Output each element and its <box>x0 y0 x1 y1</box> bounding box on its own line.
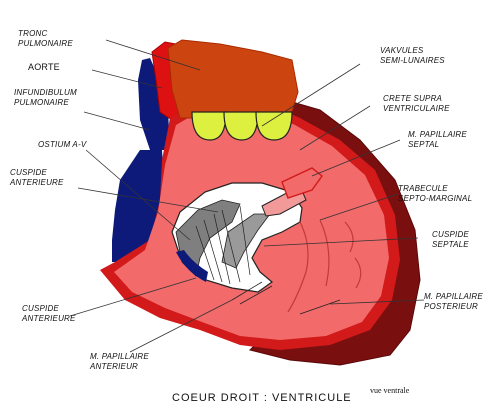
label-valvules: VAKVULES SEMI-LUNAIRES <box>380 46 445 65</box>
leader-lines <box>69 39 425 353</box>
cavity-shadow-2 <box>221 213 271 269</box>
chordae <box>231 281 341 315</box>
label-tronc-pulmonaire: TRONC PULMONAIRE <box>18 29 73 48</box>
label-trabecule: TRABECULE SEPTO-MARGINAL <box>398 184 473 203</box>
view-note: vue ventrale <box>370 386 410 395</box>
label-infundibulum: INFUNDIBULUM PULMONAIRE <box>14 88 77 107</box>
label-papillaire-posterieur: M. PAPILLAIRE POSTERIEUR <box>424 292 483 311</box>
label-ostium: OSTIUM A-V <box>38 140 87 149</box>
label-cuspide-anterieure-top: CUSPIDE ANTERIEURE <box>10 168 64 187</box>
pulmonary-trunk <box>167 39 299 119</box>
label-papillaire-septal: M. PAPILLAIRE SEPTAL <box>408 130 467 149</box>
semilunar-valves <box>191 111 293 141</box>
cavity-stripes <box>195 205 251 285</box>
diagram-caption: COEUR DROIT : VENTRICULE <box>172 392 352 404</box>
label-crete: CRETE SUPRA VENTRICULAIRE <box>383 94 450 113</box>
label-cuspide-septale: CUSPIDE SEPTALE <box>432 230 469 249</box>
blue-vessel-upper <box>138 58 170 150</box>
label-cuspide-anterieure-bottom: CUSPIDE ANTERIEURE <box>22 304 76 323</box>
septal-papillary-muscle <box>281 167 323 199</box>
septal-ridges <box>287 219 362 313</box>
label-aorte: AORTE <box>28 62 60 72</box>
label-papillaire-anterieur: M. PAPILLAIRE ANTERIEUR <box>90 352 149 371</box>
blue-ring <box>176 250 208 282</box>
